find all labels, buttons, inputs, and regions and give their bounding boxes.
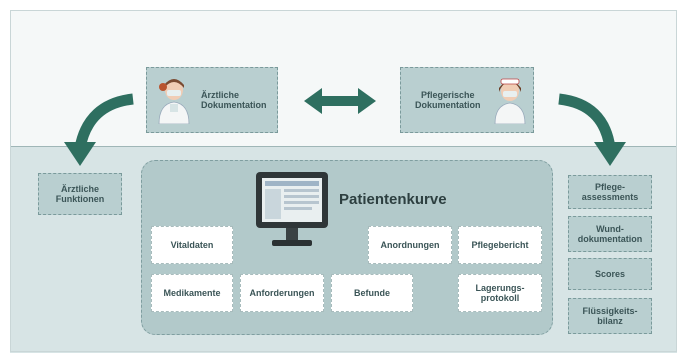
nursing-documentation-label: Pflegerische Dokumentation	[415, 90, 481, 110]
medication-label: Medikamente	[163, 288, 221, 298]
positioning-protocol-label: Lagerungs- protokoll	[475, 283, 525, 303]
doctor-documentation-box: Ärztliche Dokumentation	[146, 67, 278, 133]
nursing-assessments-label: Pflege- assessments	[581, 182, 639, 202]
vital-data-label: Vitaldaten	[170, 240, 214, 250]
fluid-balance-box: Flüssigkeits- bilanz	[568, 298, 652, 334]
orders-label: Anordnungen	[380, 240, 440, 250]
nursing-documentation-box: Pflegerische Dokumentation	[400, 67, 534, 133]
nursing-report-label: Pflegebericht	[471, 240, 529, 250]
nursing-assessments-box: Pflege- assessments	[568, 175, 652, 209]
medical-functions-label: Ärztliche Funktionen	[55, 184, 105, 204]
curved-arrow-left-icon	[64, 93, 134, 166]
scores-label: Scores	[594, 269, 626, 279]
bidirectional-arrow-icon	[304, 88, 376, 114]
scores-box: Scores	[568, 258, 652, 290]
medical-functions-box: Ärztliche Funktionen	[38, 173, 122, 215]
orders-box: Anordnungen	[368, 226, 452, 264]
nursing-report-box: Pflegebericht	[458, 226, 542, 264]
diagram-frame	[10, 10, 677, 352]
doctor-documentation-label: Ärztliche Dokumentation	[201, 90, 267, 110]
positioning-protocol-box: Lagerungs- protokoll	[458, 274, 542, 312]
patient-chart-title: Patientenkurve	[339, 191, 447, 208]
computer-monitor-icon	[256, 172, 328, 246]
medication-box: Medikamente	[151, 274, 233, 312]
fluid-balance-label: Flüssigkeits- bilanz	[582, 306, 638, 326]
requests-box: Anforderungen	[240, 274, 324, 312]
findings-label: Befunde	[354, 288, 390, 298]
findings-box: Befunde	[331, 274, 413, 312]
curved-arrow-right-icon	[558, 93, 626, 166]
requests-label: Anforderungen	[249, 288, 315, 298]
doctor-avatar-icon	[158, 79, 190, 124]
vital-data-box: Vitaldaten	[151, 226, 233, 264]
top-band	[10, 10, 677, 146]
nurse-avatar-icon	[494, 78, 525, 124]
wound-documentation-box: Wund- dokumentation	[568, 216, 652, 252]
wound-documentation-label: Wund- dokumentation	[577, 224, 643, 244]
